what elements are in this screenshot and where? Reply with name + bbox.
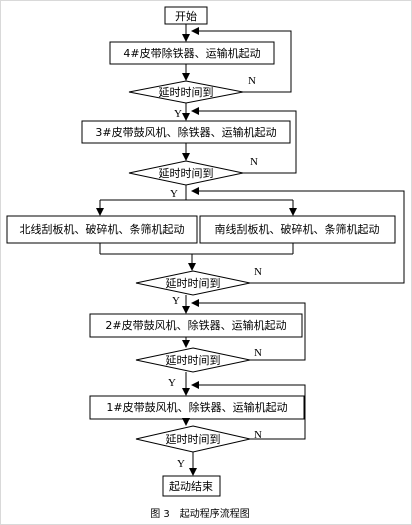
delay3-yes-label: Y [172, 295, 180, 307]
delay2-yes-label: Y [170, 188, 178, 200]
delay4-diamond [135, 347, 251, 373]
end-label: 起动结束 [169, 480, 213, 493]
south-label: 南线刮板机、破碎机、条筛机起动 [215, 222, 380, 236]
figure-caption: 图 3 起动程序流程图 [150, 507, 250, 520]
belt1-label: 1#皮带鼓风机、除铁器、运输机起动 [106, 400, 287, 414]
belt4-box [109, 41, 275, 65]
end-box [162, 475, 221, 497]
loop-delay4-no [191, 299, 306, 361]
belt2-label: 2#皮带鼓风机、除铁器、运输机起动 [105, 318, 286, 332]
delay1-no-label: N [248, 75, 256, 87]
belt1-box [89, 395, 305, 420]
belt3-label: 3#皮带鼓风机、除铁器、运输机起动 [95, 125, 276, 139]
loop-delay5-no [191, 381, 306, 440]
delay5-yes-label: Y [177, 458, 185, 470]
loop-delay3-no [191, 187, 405, 284]
north-label: 北线刮板机、破碎机、条筛机起动 [20, 222, 185, 236]
delay4-label: 延时时间到 [166, 354, 221, 367]
delay5-label: 延时时间到 [166, 433, 221, 446]
delay4-yes-label: Y [168, 377, 176, 389]
start-label: 开始 [175, 9, 197, 23]
delay3-diamond [135, 270, 251, 296]
north-box [6, 215, 198, 244]
delay1-label: 延时时间到 [159, 86, 214, 99]
delay2-no-label: N [250, 156, 258, 168]
delay2-label: 延时时间到 [159, 167, 214, 180]
delay4-no-label: N [254, 347, 262, 359]
south-box [199, 215, 396, 244]
loop-delay1-no [191, 27, 292, 93]
belt2-box [89, 313, 303, 338]
belt4-label: 4#皮带除铁器、运输机起动 [123, 46, 260, 60]
delay3-no-label: N [254, 266, 262, 278]
loop-delay2-no [191, 107, 297, 174]
delay1-yes-label: Y [174, 108, 182, 120]
delay3-label: 延时时间到 [166, 277, 221, 290]
delay5-no-label: N [254, 429, 262, 441]
